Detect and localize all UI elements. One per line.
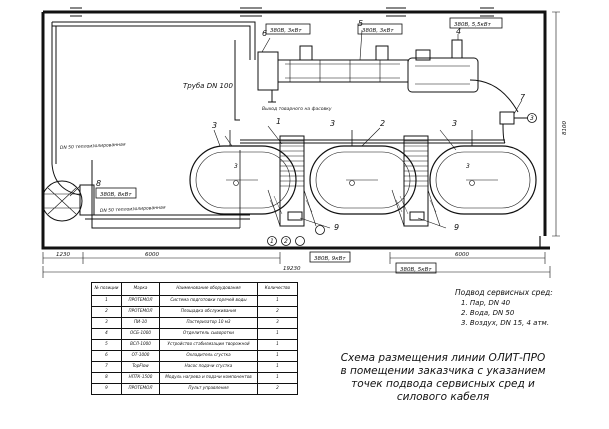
service-pipes [51, 21, 505, 229]
callout-3c: 3 [452, 119, 457, 128]
service-platforms [267, 135, 441, 227]
power-box-4: 380В, 8кВт [100, 192, 132, 198]
dimension-lines [42, 11, 560, 278]
col-brand: Марка [121, 282, 160, 296]
legend-item-steam: 1. Пар, DN 40 [461, 299, 511, 307]
curd-pump [499, 111, 528, 144]
callout-2: 2 [380, 119, 385, 128]
callout-4: 4 [456, 27, 461, 36]
callout-1: 1 [276, 117, 281, 126]
power-box-6: 380В, 5кВт [400, 267, 432, 273]
legend-heading: Подвод сервисных сред: [455, 288, 553, 297]
callout-9a: 9 [334, 223, 339, 232]
diagram-labels: Труба DN 100 Выход товарного на фасовку … [56, 19, 568, 273]
title-line-4: силового кабеля [396, 391, 490, 403]
service-media-legend: Подвод сервисных сред: 1. Пар, DN 40 2. … [455, 288, 553, 328]
col-equipment: Наименование оборудования [159, 282, 258, 296]
callout-3b: 3 [330, 119, 335, 128]
title-line-3: точек подвода сервисных сред и [351, 378, 535, 390]
legend-item-air: 3. Воздух, DN 15, 4 атм. [461, 319, 550, 327]
title-line-2: в помещении заказчика с указанием [340, 365, 546, 377]
water-pipe-label: DN 50 теплоизолированная [60, 142, 126, 151]
service-circle-2: 2 [284, 238, 288, 245]
dim-8100: 8100 [562, 121, 568, 135]
dim-19230: 19230 [283, 266, 301, 272]
service-circle-1: 1 [270, 238, 274, 245]
dim-6000-left: 6000 [145, 252, 159, 258]
callout-6: 6 [262, 29, 267, 38]
pipe-label: Труба DN 100 [183, 82, 233, 90]
control-panels [287, 211, 425, 221]
pasteurizers [189, 145, 537, 215]
title-line-1: Схема размещения линии ОЛИТ-ПРО [340, 352, 546, 364]
drawing-title: Схема размещения линии ОЛИТ-ПРО в помеще… [318, 352, 568, 404]
power-box-frames [95, 17, 503, 274]
callout-9b: 9 [454, 223, 459, 232]
callout-3d: 3 [234, 163, 238, 170]
outlet-label: Выход товарного на фасовку [262, 106, 332, 112]
callout-leaders [69, 29, 523, 229]
service-circle-3: 3 [530, 115, 534, 122]
legend-item-water: 2. Вода, DN 50 [461, 309, 515, 317]
hot-water-module [41, 180, 95, 222]
cooler-and-stabilizer [257, 45, 409, 103]
callout-3e: 3 [466, 163, 470, 170]
power-box-1: 380В, 3кВт [270, 28, 302, 34]
callout-5: 5 [358, 19, 363, 28]
power-box-2: 380В, 3кВт [362, 28, 394, 34]
whey-separator [407, 39, 519, 113]
window-marks [70, 7, 494, 17]
callout-3a: 3 [212, 121, 217, 130]
callout-7: 7 [520, 93, 526, 102]
service-input-circles [267, 113, 537, 246]
callout-8: 8 [96, 179, 101, 188]
spec-table: № позиции Марка Наименование оборудовани… [91, 282, 298, 395]
col-position: № позиции [91, 282, 122, 296]
dim-6000-right: 6000 [455, 252, 469, 258]
room-walls [41, 10, 550, 250]
col-quantity: Количество [257, 282, 298, 296]
equipment-spec-table: № позиции Марка Наименование оборудовани… [91, 282, 298, 416]
power-box-3: 380В, 5,5кВт [454, 22, 492, 28]
table-header-row: № позиции Марка Наименование оборудовани… [91, 282, 298, 296]
power-box-5: 380В, 9кВт [314, 256, 346, 262]
dim-1230: 1230 [56, 252, 70, 258]
water-pipe-label-2: DN 50 теплоизолированная [100, 205, 166, 214]
